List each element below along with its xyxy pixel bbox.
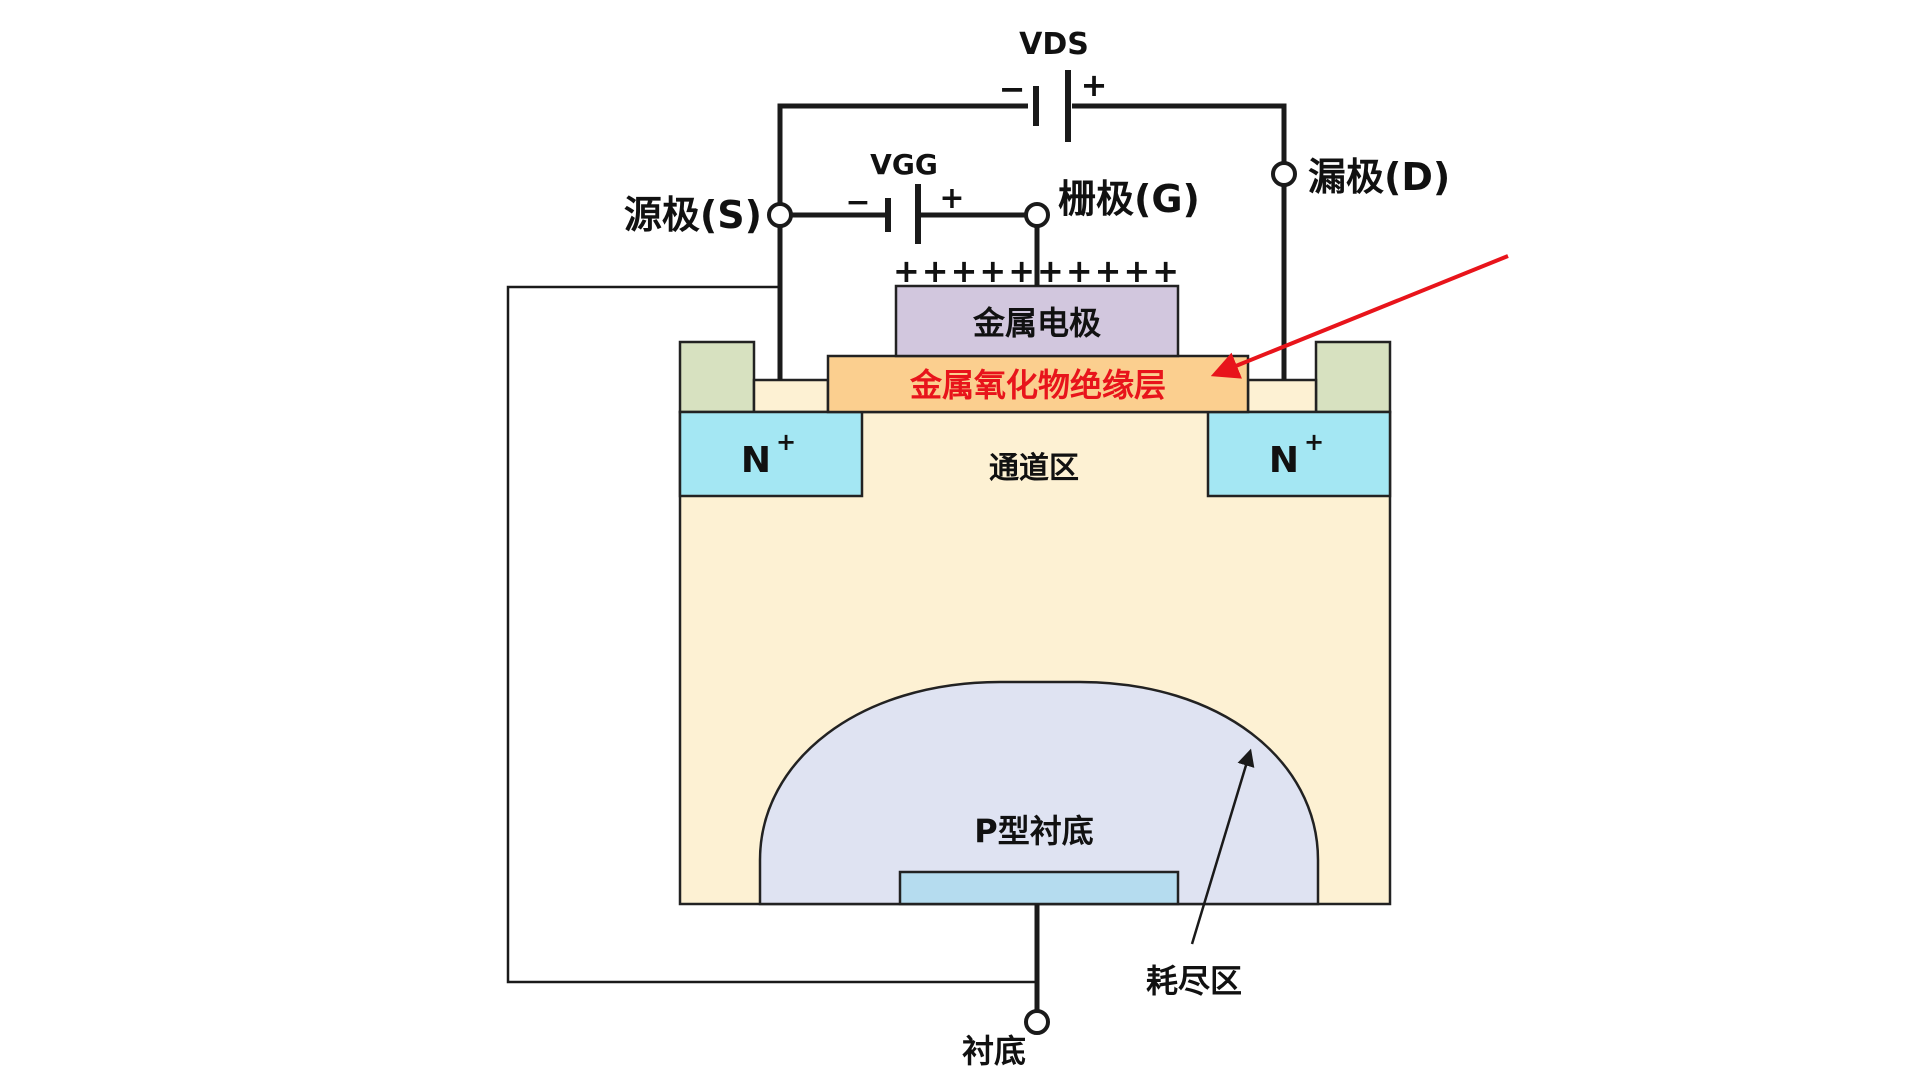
n-plus-left-superscript: + [776,428,796,456]
n-plus-left-label: N [741,440,771,481]
vgg-minus-sign: − [845,185,870,220]
n-plus-left-region [678,410,864,498]
drain-terminal [1271,161,1297,187]
substrate-contact [898,870,1180,906]
gate-charges: ++++++++++ [893,252,1181,290]
channel-label: 通道区 [989,451,1079,486]
n-plus-right-superscript: + [1304,428,1324,456]
metal-electrode-label: 金属电极 [972,304,1101,342]
contact-pad-left [678,340,756,414]
depletion-label: 耗尽区 [1146,962,1242,1000]
substrate-terminal-label: 衬底 [962,1032,1026,1070]
p-substrate-label: P型衬底 [974,812,1093,850]
vds-label: VDS [1019,27,1089,62]
surface-strip-left [752,378,830,414]
gate-label: 栅极(G) [1058,177,1200,221]
source-terminal [767,202,793,228]
metal-electrode [894,284,1180,358]
contact-pad-right [1314,340,1392,414]
n-plus-right-region [1206,410,1392,498]
n-plus-right-label: N [1269,440,1299,481]
vds-minus-sign: − [999,70,1026,108]
vds-wire-right [1072,103,1287,163]
depletion-region [758,680,1320,906]
oxide-layer-label: 金属氧化物绝缘层 [909,366,1166,404]
vgg-label: VGG [870,148,938,181]
oxide-pointer-arrow [1210,254,1509,379]
body-tie-wire [506,285,1037,984]
source-label: 源极(S) [624,193,762,237]
vds-plus-sign: + [1081,66,1108,104]
substrate-terminal [1024,1009,1050,1035]
surface-strip-right [1246,378,1318,414]
oxide-layer [826,354,1250,414]
vgg-plus-sign: + [939,181,964,216]
gate-terminal [1024,202,1050,228]
drain-label: 漏极(D) [1308,155,1450,199]
depletion-pointer-arrow [1190,748,1255,945]
vds-wire-left [777,103,1028,380]
